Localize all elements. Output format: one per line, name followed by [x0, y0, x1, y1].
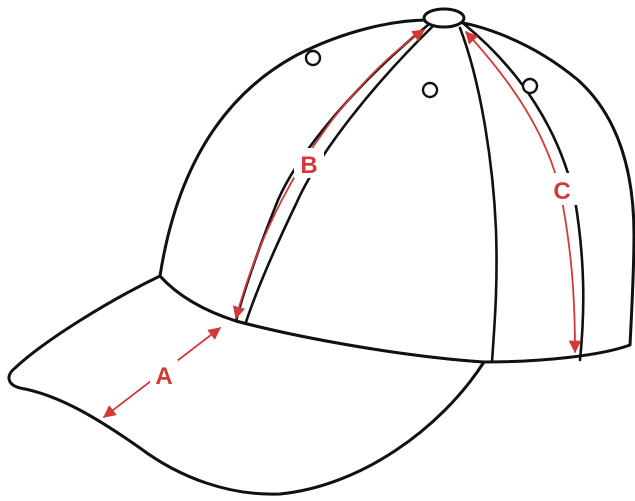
eyelet-icon	[304, 49, 322, 67]
label-b-backdrop	[294, 148, 324, 178]
dimension-label-a: A	[155, 363, 172, 390]
dimension-label-b: B	[300, 152, 317, 179]
dimension-label-c: C	[553, 178, 570, 205]
label-a-backdrop	[150, 360, 178, 388]
dimension-arrow-b	[232, 29, 426, 320]
eyelet-icon	[521, 77, 539, 95]
eyelet-icon	[421, 81, 439, 99]
label-c-backdrop	[547, 173, 577, 205]
cap-top-button	[422, 7, 466, 29]
